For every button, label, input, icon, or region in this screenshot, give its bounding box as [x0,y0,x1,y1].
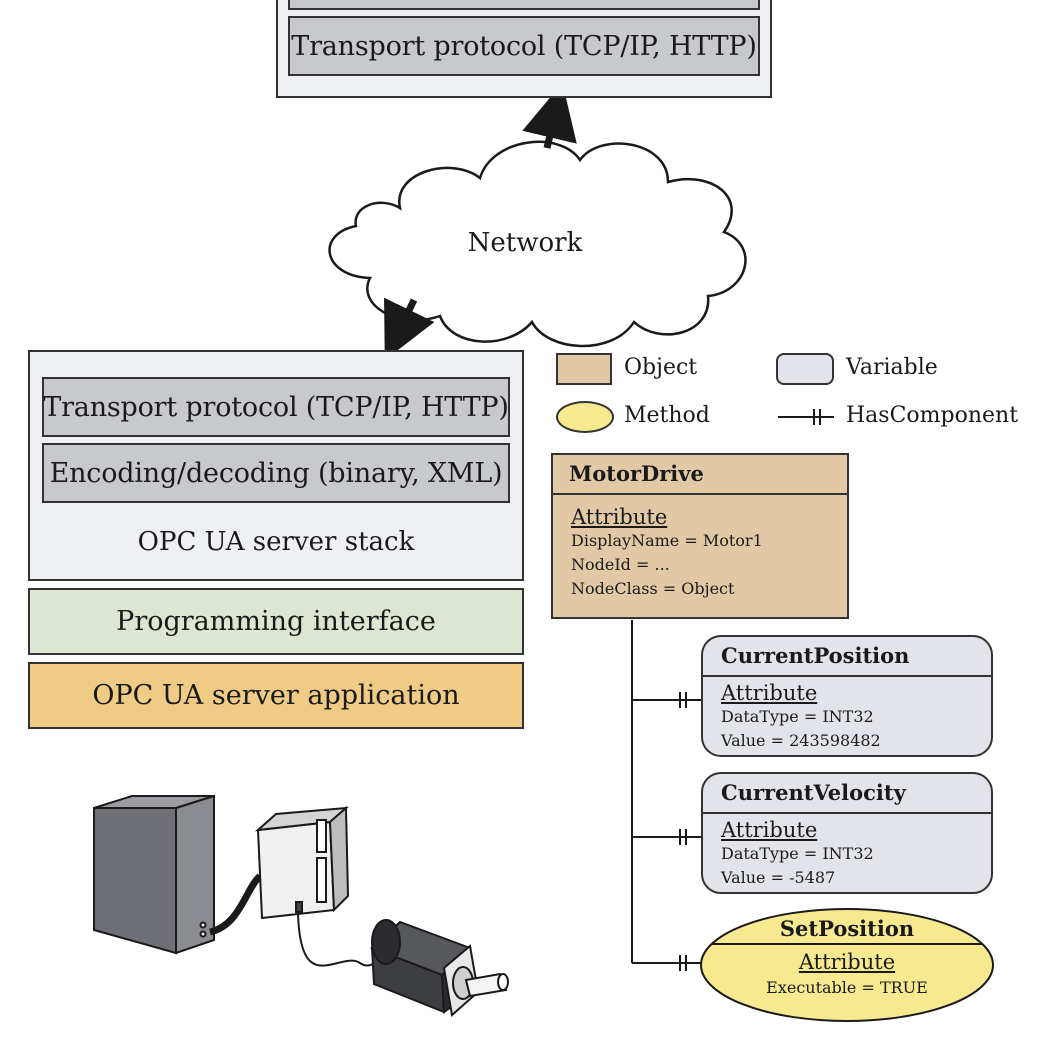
currentposition-title: CurrentPosition [721,643,910,668]
setposition-title: SetPosition [698,914,996,942]
server-encoding-layer: Encoding/decoding (binary, XML) [42,443,510,503]
hardware-illustration [93,794,509,1017]
currentvelocity-title-bar: CurrentVelocity [703,774,991,814]
setposition-title-text: SetPosition [779,915,915,941]
server-stack-label: OPC UA server stack [28,522,524,562]
legend-object-swatch [556,353,612,385]
currentposition-node: CurrentPosition Attribute DataType = INT… [701,635,993,757]
client-transport-label: Transport protocol (TCP/IP, HTTP) [291,30,757,62]
currentvelocity-attribute-header: Attribute [721,818,818,842]
legend-object-label: Object [624,355,698,380]
currentvelocity-title: CurrentVelocity [721,780,906,805]
setposition-attr-executable-text: Executable = TRUE [766,978,928,997]
currentvelocity-attr-value: Value = -5487 [721,868,836,887]
network-label: Network [440,226,610,260]
currentvelocity-attr-datatype: DataType = INT32 [721,844,874,863]
setposition-attr-executable: Executable = TRUE [698,976,996,1000]
currentposition-attributes: Attribute DataType = INT32 Value = 24359… [703,677,991,753]
currentvelocity-attributes: Attribute DataType = INT32 Value = -5487 [703,814,991,890]
arrow-to-client [522,82,577,149]
motordrive-attributes: Attribute DisplayName = Motor1 NodeId = … [553,495,847,601]
hascomponent-connectors [631,409,834,971]
legend-method-label: Method [624,403,710,428]
legend-variable-label: Variable [846,355,938,380]
motordrive-attr-displayname: DisplayName = Motor1 [571,531,763,550]
client-transport-layer: Transport protocol (TCP/IP, HTTP) [288,16,760,76]
motordrive-title-bar: MotorDrive [553,455,847,495]
server-application-layer: OPC UA server application [28,662,524,729]
network-cloud [328,140,747,348]
server-application-label: OPC UA server application [92,680,460,711]
network-label-text: Network [467,228,583,258]
legend-variable-swatch [776,353,834,385]
legend-hascomponent-label: HasComponent [846,403,1019,428]
motordrive-attr-nodeid: NodeId = ... [571,555,670,574]
setposition-attribute-header-text: Attribute [798,950,896,974]
programming-interface-label: Programming interface [116,606,436,637]
motordrive-node: MotorDrive Attribute DisplayName = Motor… [551,453,849,619]
server-stack-label-text: OPC UA server stack [137,527,415,557]
currentposition-attribute-header: Attribute [721,681,818,705]
motordrive-title: MotorDrive [569,461,704,486]
motordrive-attribute-header: Attribute [571,505,668,529]
server-transport-layer: Transport protocol (TCP/IP, HTTP) [42,377,510,437]
setposition-attribute-header: Attribute [698,948,996,976]
currentposition-attr-datatype: DataType = INT32 [721,707,874,726]
motordrive-attr-nodeclass: NodeClass = Object [571,579,735,598]
currentposition-title-bar: CurrentPosition [703,637,991,677]
currentposition-attr-value: Value = 243598482 [721,731,881,750]
server-transport-label: Transport protocol (TCP/IP, HTTP) [43,391,509,423]
programming-interface-layer: Programming interface [28,588,524,655]
setposition-ellipse [700,908,994,1022]
legend-method-swatch [556,401,614,433]
arrow-to-server [384,297,435,361]
client-upper-layer [288,0,760,10]
currentvelocity-node: CurrentVelocity Attribute DataType = INT… [701,772,993,894]
server-encoding-label: Encoding/decoding (binary, XML) [49,457,503,489]
